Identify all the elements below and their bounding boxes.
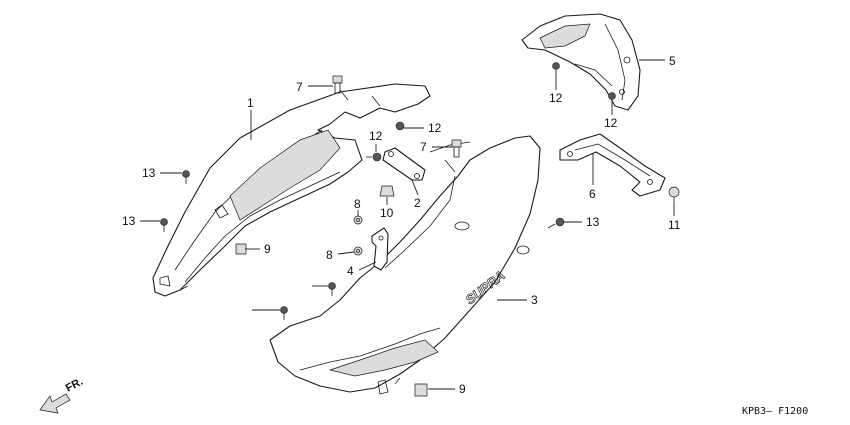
callout-13-b: 13 xyxy=(122,214,136,228)
part-1-left-side-cover xyxy=(152,83,431,297)
callout-10: 10 xyxy=(380,206,394,220)
nut-8-lower xyxy=(353,246,363,256)
fasteners xyxy=(160,62,680,397)
callout-12-d: 12 xyxy=(604,116,618,130)
callout-11: 11 xyxy=(668,218,681,232)
bolt-7-upper xyxy=(332,75,343,94)
part-6-rear-bracket xyxy=(559,133,666,197)
diagram-code: KPB3– F1200 xyxy=(742,406,808,417)
screw-13-a xyxy=(182,170,190,184)
callout-7-lower: 7 xyxy=(420,140,427,154)
front-arrow-icon xyxy=(39,393,71,414)
nut-8-upper xyxy=(353,215,363,225)
bolt-7-lower xyxy=(451,139,462,158)
callout-12-a: 12 xyxy=(369,129,383,143)
callout-3: 3 xyxy=(531,293,538,307)
front-direction-arrow: FR. xyxy=(39,376,85,414)
callout-6: 6 xyxy=(589,187,596,201)
screw-12-b xyxy=(366,152,382,162)
callout-9-upper: 9 xyxy=(264,242,271,256)
callout-8-lower: 8 xyxy=(326,248,333,262)
callout-4: 4 xyxy=(347,264,354,278)
clip-11 xyxy=(668,186,680,204)
screw-13-c xyxy=(328,282,336,296)
callout-8-upper: 8 xyxy=(354,197,361,211)
grommet-10 xyxy=(379,185,395,197)
screw-13-b xyxy=(160,218,168,232)
screw-12-c xyxy=(552,62,560,70)
screw-12-a xyxy=(395,121,405,131)
part-5-rear-cover xyxy=(521,13,641,111)
callout-12-c: 12 xyxy=(549,91,563,105)
part-4-stay xyxy=(371,227,389,271)
callout-5: 5 xyxy=(669,54,676,68)
callout-2: 2 xyxy=(414,196,421,210)
callout-12-e: 13 xyxy=(586,215,600,229)
clip-9-upper xyxy=(235,243,247,255)
callout-9-lower: 9 xyxy=(459,382,466,396)
screw-13-d xyxy=(280,306,288,320)
screw-12-d xyxy=(608,92,616,100)
clip-9-lower xyxy=(414,383,428,397)
front-label: FR. xyxy=(64,376,85,395)
part-2-bracket xyxy=(382,147,426,181)
callout-13-a: 13 xyxy=(142,166,156,180)
callout-12-b: 12 xyxy=(428,121,442,135)
callout-1: 1 xyxy=(247,96,254,110)
leader-lines xyxy=(140,59,675,390)
callout-numbers: 1 2 3 4 5 6 7 7 8 8 9 9 10 11 12 12 12 1… xyxy=(122,54,681,396)
callout-7-upper: 7 xyxy=(296,80,303,94)
screw-12-e xyxy=(547,217,565,229)
